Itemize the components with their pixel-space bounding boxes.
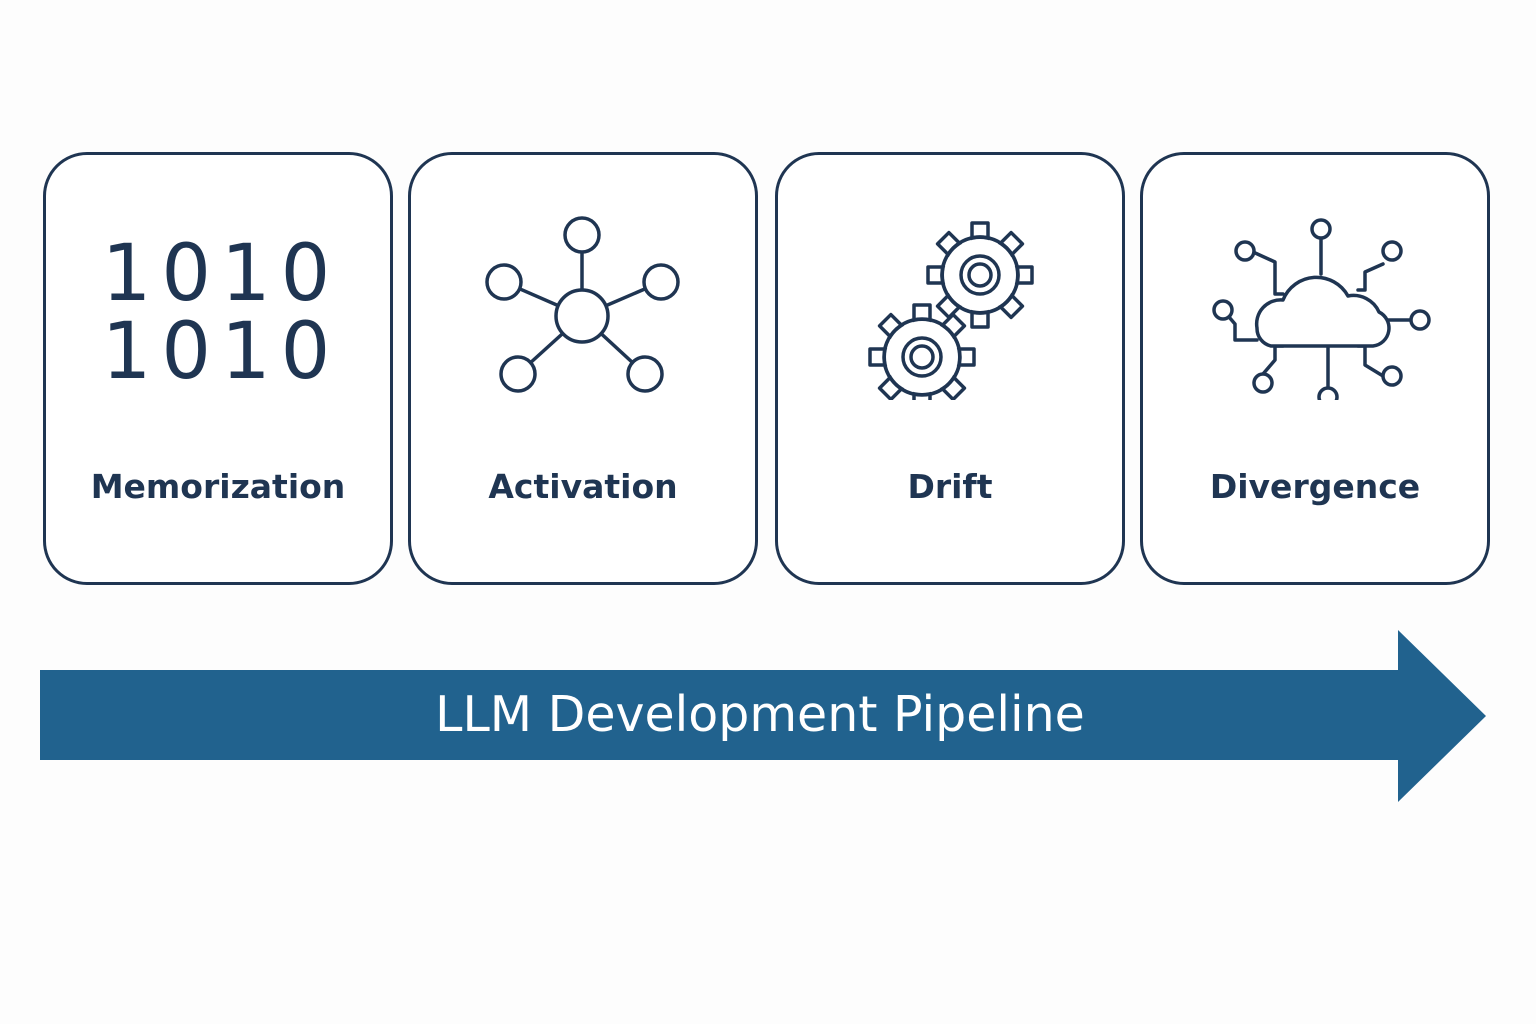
network-nodes-icon [485,216,680,393]
cloud-circuit-icon [1212,218,1431,400]
binary-digits-icon: 1010 1010 [102,229,341,397]
stage-card-divergence: Divergence [1140,152,1490,585]
pipeline-label: LLM Development Pipeline [435,686,1085,743]
stage-card-memorization: 1010 1010 Memorization [43,152,393,585]
gears-icon [868,221,1034,400]
binary-row-1: 1010 [102,229,341,319]
gear-icon-upper [926,221,1034,329]
stage-label-drift: Drift [907,467,993,506]
gear-icon-lower [868,303,976,400]
stage-label-memorization: Memorization [90,467,346,506]
stage-card-activation: Activation [408,152,758,585]
stage-card-drift: Drift [775,152,1125,585]
stage-label-divergence: Divergence [1209,467,1421,506]
stage-label-activation: Activation [488,467,678,506]
binary-row-2: 1010 [102,307,341,397]
